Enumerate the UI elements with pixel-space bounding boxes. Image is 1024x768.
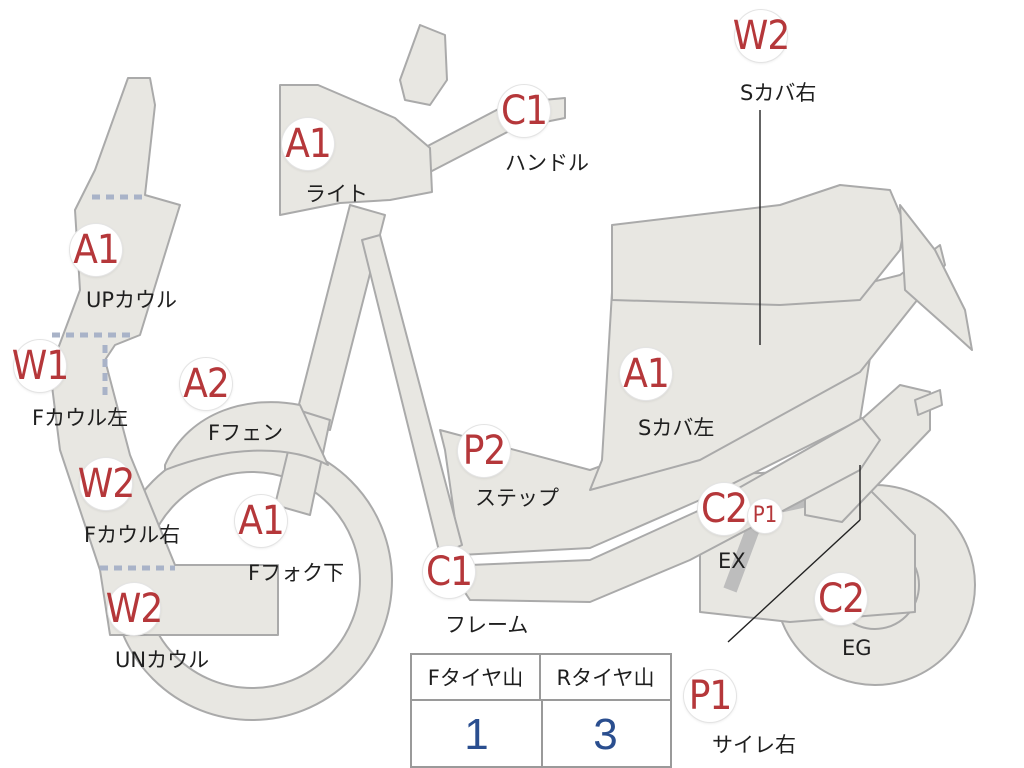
part-label-frame: フレーム (445, 613, 529, 637)
part-label-front-cowl-right: Fカウル右 (84, 523, 181, 547)
part-label-side-cover-right: Sカバ右 (740, 81, 817, 105)
tail (899, 204, 973, 351)
tire-table-header-front: Fタイヤ山 (412, 655, 541, 701)
code-badge-step: P2 (458, 425, 510, 477)
lower-frame (439, 417, 881, 603)
code-badge-engine: C2 (815, 573, 867, 625)
part-label-silencer-right: サイレ右 (712, 733, 796, 757)
code-badge-exhaust-secondary: P1 (748, 499, 782, 533)
part-label-exhaust: EX (718, 549, 746, 573)
front-fork (294, 204, 386, 431)
tire-table-value-rear: 3 (593, 709, 618, 759)
code-badge-front-cowl-right: W2 (78, 458, 135, 510)
part-label-under-cowl: UNカウル (115, 648, 210, 672)
front-fender-shape (164, 401, 329, 471)
seat (611, 184, 906, 306)
part-label-front-fender: Fフェン (208, 421, 284, 445)
code-badge-side-cover-right: W2 (733, 10, 790, 62)
code-badge-front-fender: A2 (180, 358, 232, 410)
code-badge-under-cowl: W2 (106, 583, 163, 635)
part-label-light: ライト (305, 182, 368, 206)
code-badge-light: A1 (282, 118, 334, 170)
part-label-engine: EG (842, 636, 872, 660)
part-label-front-fork-lower: Fフォク下 (248, 561, 345, 585)
code-badge-silencer-right: P1 (684, 670, 736, 722)
code-badge-frame: C1 (423, 546, 475, 598)
code-badge-handle: C1 (498, 85, 550, 137)
tire-table-header-rear: Rタイヤ山 (541, 655, 670, 701)
code-badge-front-fork-lower: A1 (235, 495, 287, 547)
part-label-handle: ハンドル (505, 151, 589, 175)
tire-table-value-front: 1 (412, 701, 543, 768)
headlight-housing (279, 84, 433, 216)
part-label-front-cowl-left: Fカウル左 (32, 406, 129, 430)
part-label-upper-cowl: UPカウル (86, 288, 178, 312)
fork-lower (274, 409, 331, 516)
rear-shock (914, 389, 943, 416)
part-label-step: ステップ (475, 486, 559, 510)
part-label-side-cover-left: Sカバ左 (638, 416, 715, 440)
code-badge-side-cover-left: A1 (620, 348, 672, 400)
down-tube (361, 234, 463, 556)
code-badge-front-cowl-left: W1 (12, 340, 69, 392)
tire-tread-table: Fタイヤ山 Rタイヤ山 1 3 (410, 653, 672, 768)
mirror (399, 24, 448, 106)
code-badge-exhaust: C2 (698, 483, 750, 535)
code-badge-upper-cowl: A1 (70, 224, 122, 276)
